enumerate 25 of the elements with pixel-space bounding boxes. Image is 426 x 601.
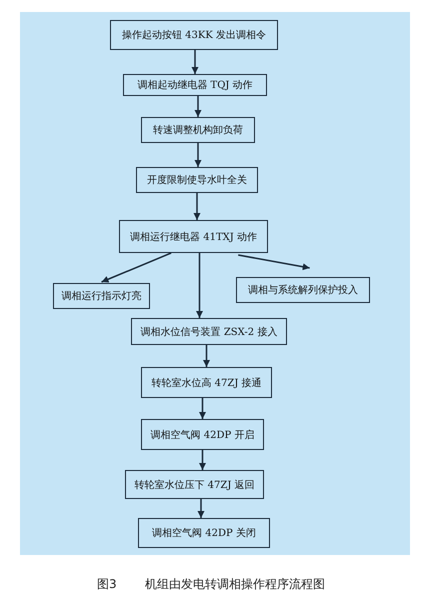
arrow — [203, 345, 210, 367]
process-box: 开度限制使导水叶全关 — [136, 167, 258, 193]
arrow — [192, 50, 198, 74]
arrow — [198, 499, 204, 518]
process-box: 调相空气阀 42DP 关闭 — [138, 518, 270, 548]
figure-number: 图3 — [97, 576, 117, 593]
arrow — [194, 143, 202, 167]
caption: 机组由发电转调相操作程序流程图 — [145, 576, 325, 593]
arrow — [194, 96, 202, 117]
arrow — [101, 252, 172, 283]
process-box: 转轮室水位高 47ZJ 接通 — [141, 367, 272, 398]
arrow — [194, 193, 200, 220]
process-box: 操作起动按钮 43KK 发出调相令 — [110, 20, 278, 50]
process-box: 调相水位信号装置 ZSX-2 接入 — [131, 318, 287, 345]
process-box: 调相运行继电器 41TXJ 动作 — [119, 220, 268, 253]
process-box: 调相与系统解列保护投入 — [236, 277, 370, 303]
arrow — [199, 398, 206, 419]
process-box: 转轮室水位压下 47ZJ 返回 — [125, 470, 264, 499]
arrow — [199, 450, 206, 470]
arrow — [196, 253, 203, 318]
process-box: 调相运行指示灯亮 — [53, 283, 150, 309]
process-box: 转速调整机构卸负荷 — [141, 117, 255, 143]
process-box: 调相空气阀 42DP 开启 — [141, 419, 264, 450]
arrow — [238, 254, 310, 270]
process-box: 调相起动继电器 TQJ 动作 — [123, 74, 267, 96]
